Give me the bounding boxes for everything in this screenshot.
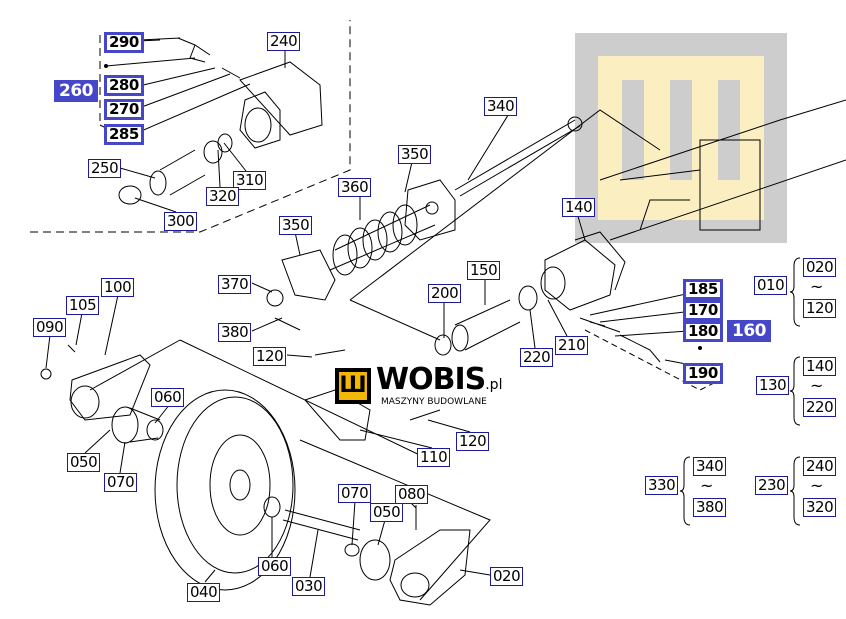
part-label-190[interactable]: 190 [683, 363, 723, 384]
part-label-290[interactable]: 290 [104, 32, 144, 53]
range-from-240[interactable]: 240 [803, 457, 837, 476]
range-from-140[interactable]: 140 [803, 357, 837, 376]
range-code-010[interactable]: 010 [754, 276, 788, 295]
part-label-250[interactable]: 250 [88, 159, 122, 178]
watermark-large [575, 33, 787, 243]
part-label-110[interactable]: 110 [417, 448, 451, 467]
part-label-350-b[interactable]: 350 [279, 216, 313, 235]
range-separator: ~ [700, 476, 714, 495]
part-label-050[interactable]: 050 [67, 453, 101, 472]
part-label-120-b[interactable]: 120 [456, 432, 490, 451]
range-to-220[interactable]: 220 [803, 398, 837, 417]
part-label-060[interactable]: 060 [151, 388, 185, 407]
watermark-brand-text: WOBIS [376, 362, 486, 397]
range-from-020[interactable]: 020 [803, 258, 837, 277]
range-to-320[interactable]: 320 [803, 498, 837, 517]
range-to-380[interactable]: 380 [693, 498, 727, 517]
range-code-230[interactable]: 230 [755, 476, 789, 495]
part-label-140[interactable]: 140 [562, 198, 596, 217]
part-label-050-b[interactable]: 050 [370, 503, 404, 522]
watermark-brand: WOBIS.pl [376, 362, 502, 397]
watermark-tagline: MASZYNY BUDOWLANE [381, 397, 487, 407]
range-to-120[interactable]: 120 [803, 299, 837, 318]
part-label-105[interactable]: 105 [66, 296, 100, 315]
part-label-160[interactable]: 160 [727, 320, 771, 342]
part-label-060-b[interactable]: 060 [258, 557, 292, 576]
part-label-120[interactable]: 120 [253, 347, 287, 366]
part-label-260[interactable]: 260 [54, 80, 98, 102]
part-label-320[interactable]: 320 [206, 187, 240, 206]
part-label-070-b[interactable]: 070 [338, 484, 372, 503]
part-label-240[interactable]: 240 [267, 32, 301, 51]
part-label-030[interactable]: 030 [292, 577, 326, 596]
part-label-210[interactable]: 210 [555, 336, 589, 355]
range-code-330[interactable]: 330 [645, 476, 679, 495]
range-separator: ~ [810, 277, 824, 296]
part-label-285[interactable]: 285 [104, 124, 144, 145]
part-label-170[interactable]: 170 [683, 300, 723, 321]
part-label-200[interactable]: 200 [428, 284, 462, 303]
wobis-logo-icon: Ш [335, 368, 371, 404]
part-label-310[interactable]: 310 [233, 171, 267, 190]
range-code-130[interactable]: 130 [756, 376, 790, 395]
part-label-040[interactable]: 040 [187, 583, 221, 602]
part-label-270[interactable]: 270 [104, 99, 144, 120]
part-label-185[interactable]: 185 [683, 279, 723, 300]
part-label-020[interactable]: 020 [490, 567, 524, 586]
range-separator: ~ [810, 376, 824, 395]
part-label-280[interactable]: 280 [104, 75, 144, 96]
watermark-suffix: .pl [485, 377, 503, 393]
part-label-080[interactable]: 080 [395, 485, 429, 504]
part-label-180[interactable]: 180 [683, 321, 723, 342]
part-label-070[interactable]: 070 [104, 473, 138, 492]
part-label-380[interactable]: 380 [218, 323, 252, 342]
part-label-220[interactable]: 220 [520, 348, 554, 367]
range-from-340[interactable]: 340 [693, 457, 727, 476]
part-label-360[interactable]: 360 [338, 178, 372, 197]
part-label-370[interactable]: 370 [218, 275, 252, 294]
part-label-350[interactable]: 350 [398, 145, 432, 164]
part-label-300[interactable]: 300 [164, 212, 198, 231]
part-label-340[interactable]: 340 [484, 97, 518, 116]
part-label-100[interactable]: 100 [101, 278, 135, 297]
part-label-150[interactable]: 150 [467, 261, 501, 280]
part-label-090[interactable]: 090 [33, 318, 67, 337]
range-separator: ~ [810, 476, 824, 495]
